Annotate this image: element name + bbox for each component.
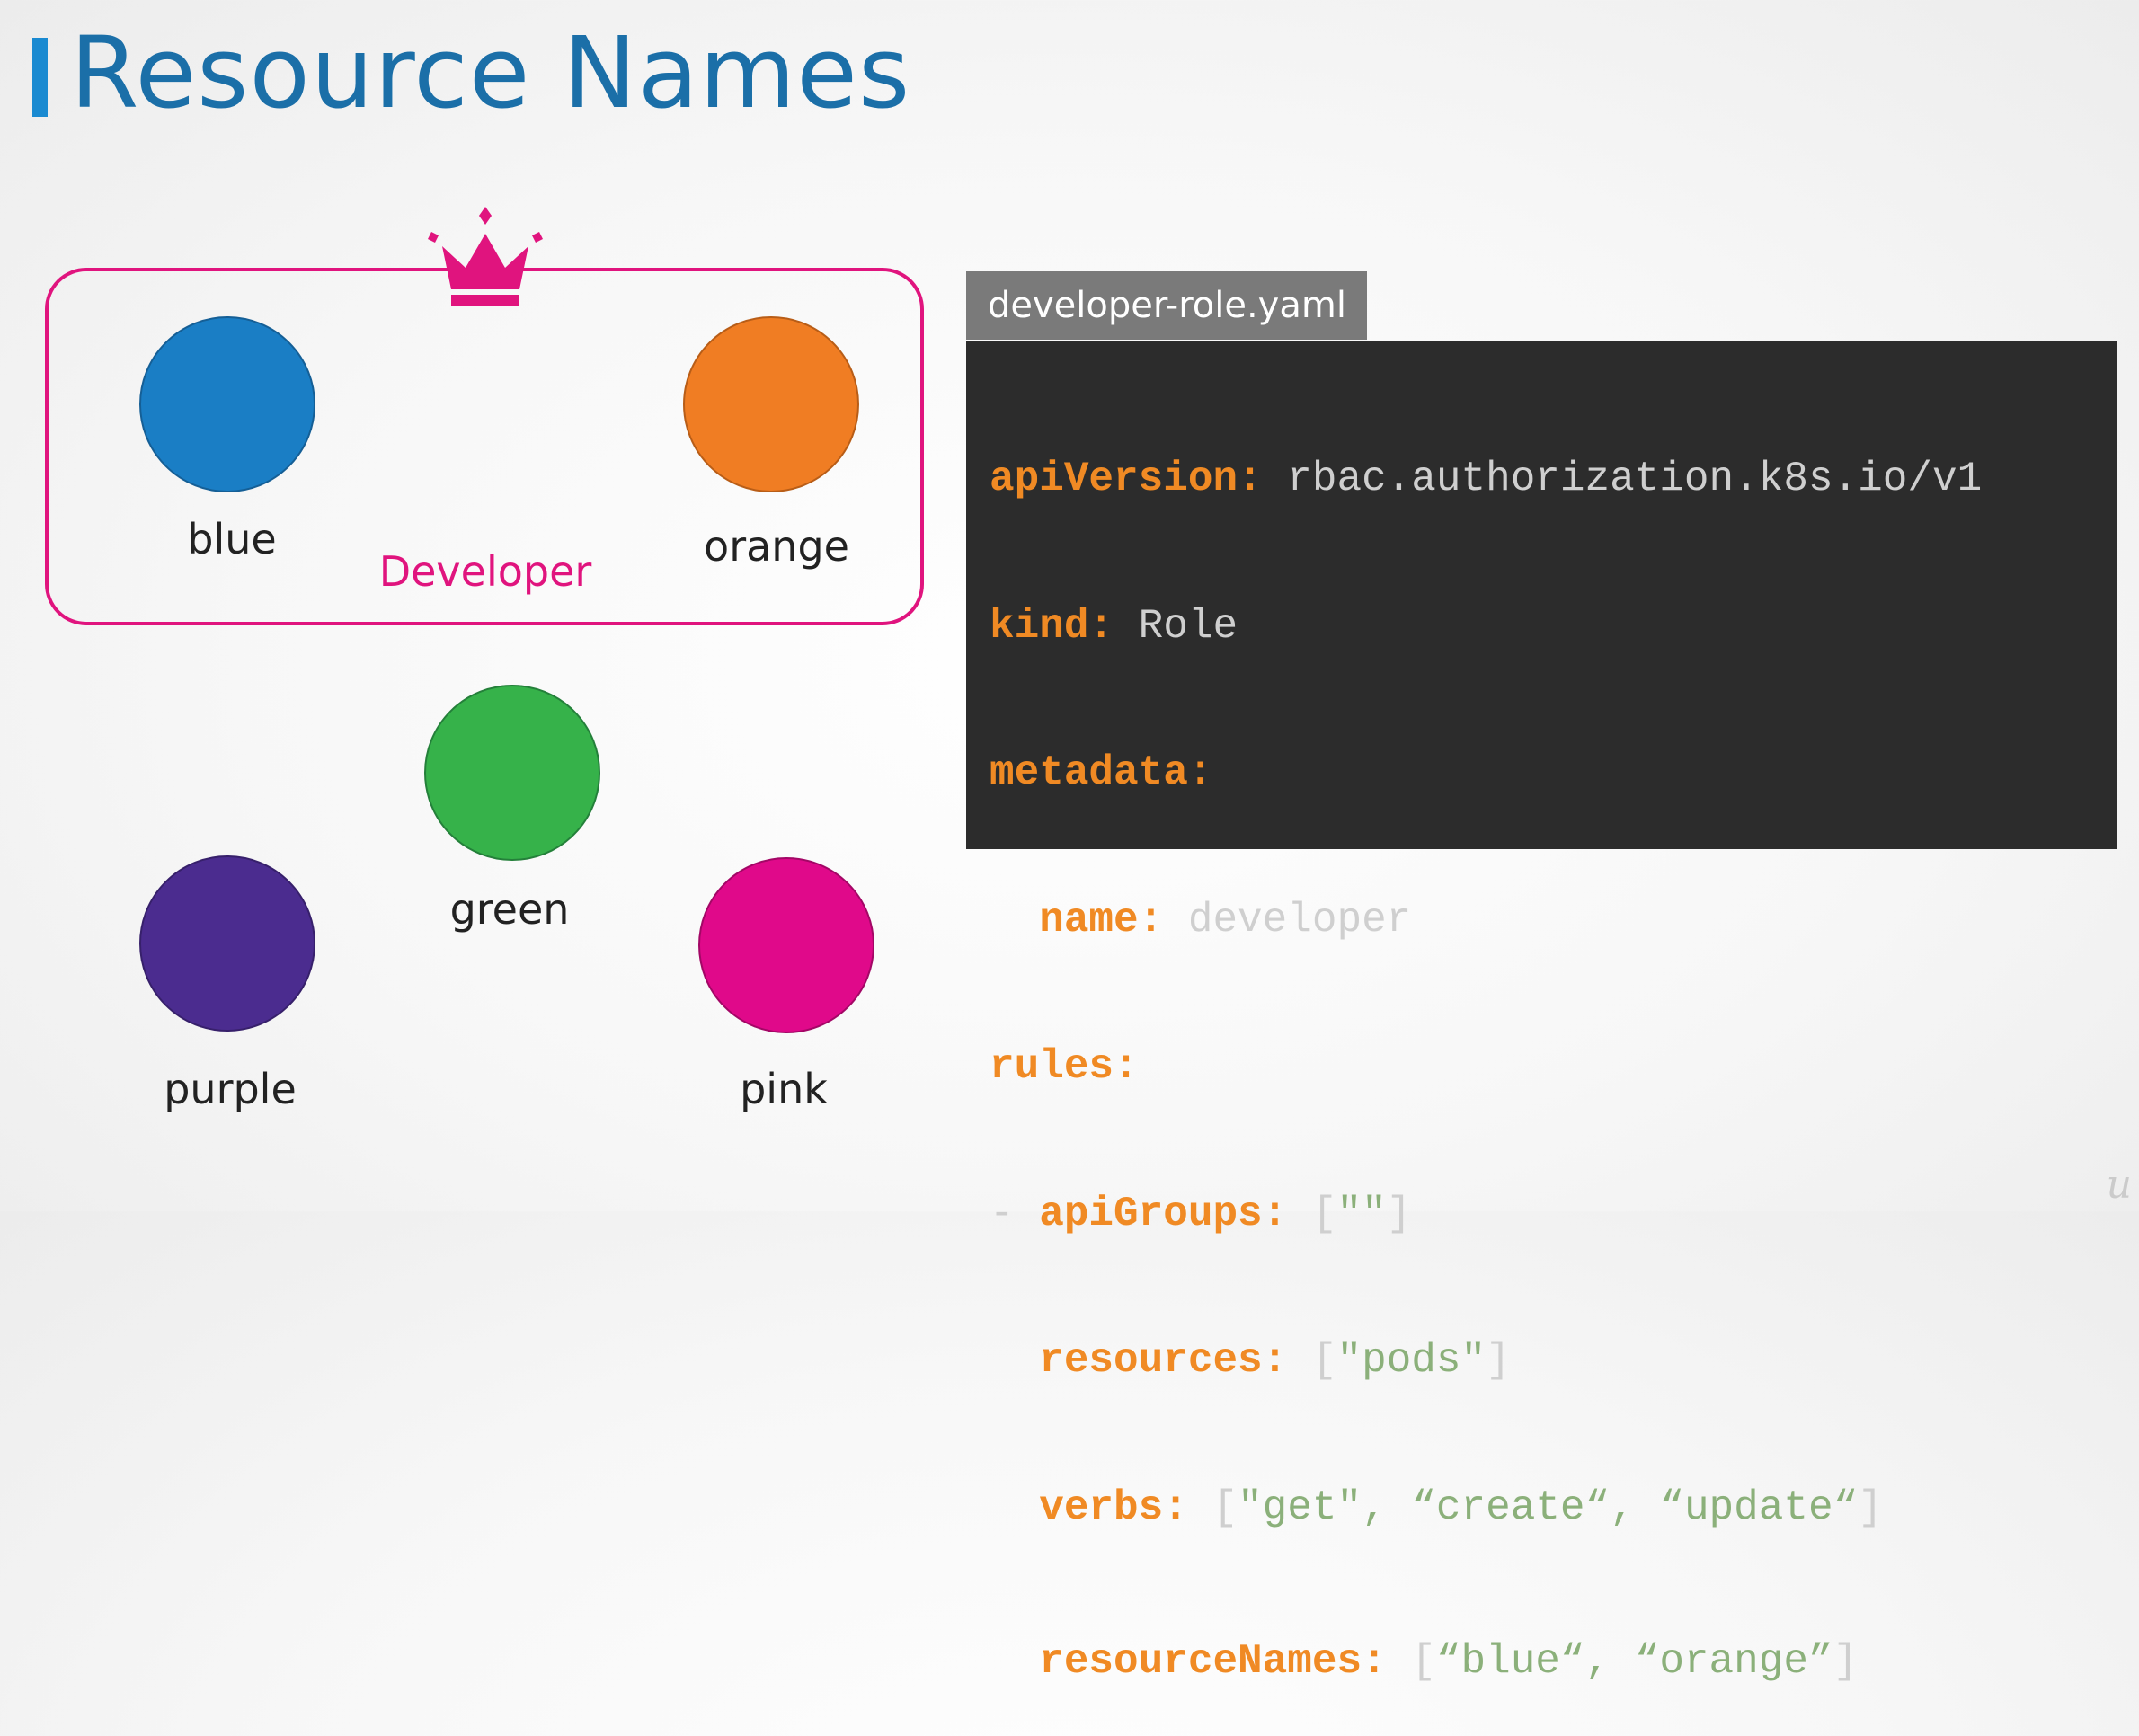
role-label: Developer — [378, 547, 592, 596]
pod-green — [424, 685, 600, 861]
code-line-resources: resources: ["pods"] — [990, 1337, 1511, 1384]
pod-label-pink: pink — [740, 1065, 828, 1113]
code-line-resourcenames: resourceNames: [“blue“, “orange”] — [990, 1638, 1859, 1685]
pod-label-orange: orange — [704, 522, 849, 571]
file-name-tab: developer-role.yaml — [966, 271, 1367, 340]
pod-purple — [139, 855, 315, 1032]
pod-label-blue: blue — [187, 515, 277, 563]
crown-icon — [428, 207, 543, 306]
slide-title: Resource Names — [70, 15, 911, 130]
code-line-name: name: developer — [990, 896, 1412, 943]
code-line-apiversion: apiVersion: rbac.authorization.k8s.io/v1 — [990, 456, 1983, 502]
pod-blue — [139, 316, 315, 492]
code-line-metadata: metadata: — [990, 749, 1213, 796]
code-line-verbs: verbs: ["get", “create“, “update“] — [990, 1484, 1883, 1531]
title-accent-bar — [32, 38, 48, 117]
pod-label-purple: purple — [164, 1065, 297, 1113]
code-line-apigroups: - apiGroups: [""] — [990, 1190, 1412, 1237]
pod-label-green: green — [449, 885, 570, 934]
code-line-kind: kind: Role — [990, 602, 1238, 650]
pod-orange — [683, 316, 859, 492]
code-line-rules: rules: — [990, 1043, 1139, 1090]
pod-pink — [698, 857, 874, 1033]
brand-watermark: u — [2106, 1162, 2132, 1208]
yaml-code-block: apiVersion: rbac.authorization.k8s.io/v1… — [966, 341, 2117, 1685]
